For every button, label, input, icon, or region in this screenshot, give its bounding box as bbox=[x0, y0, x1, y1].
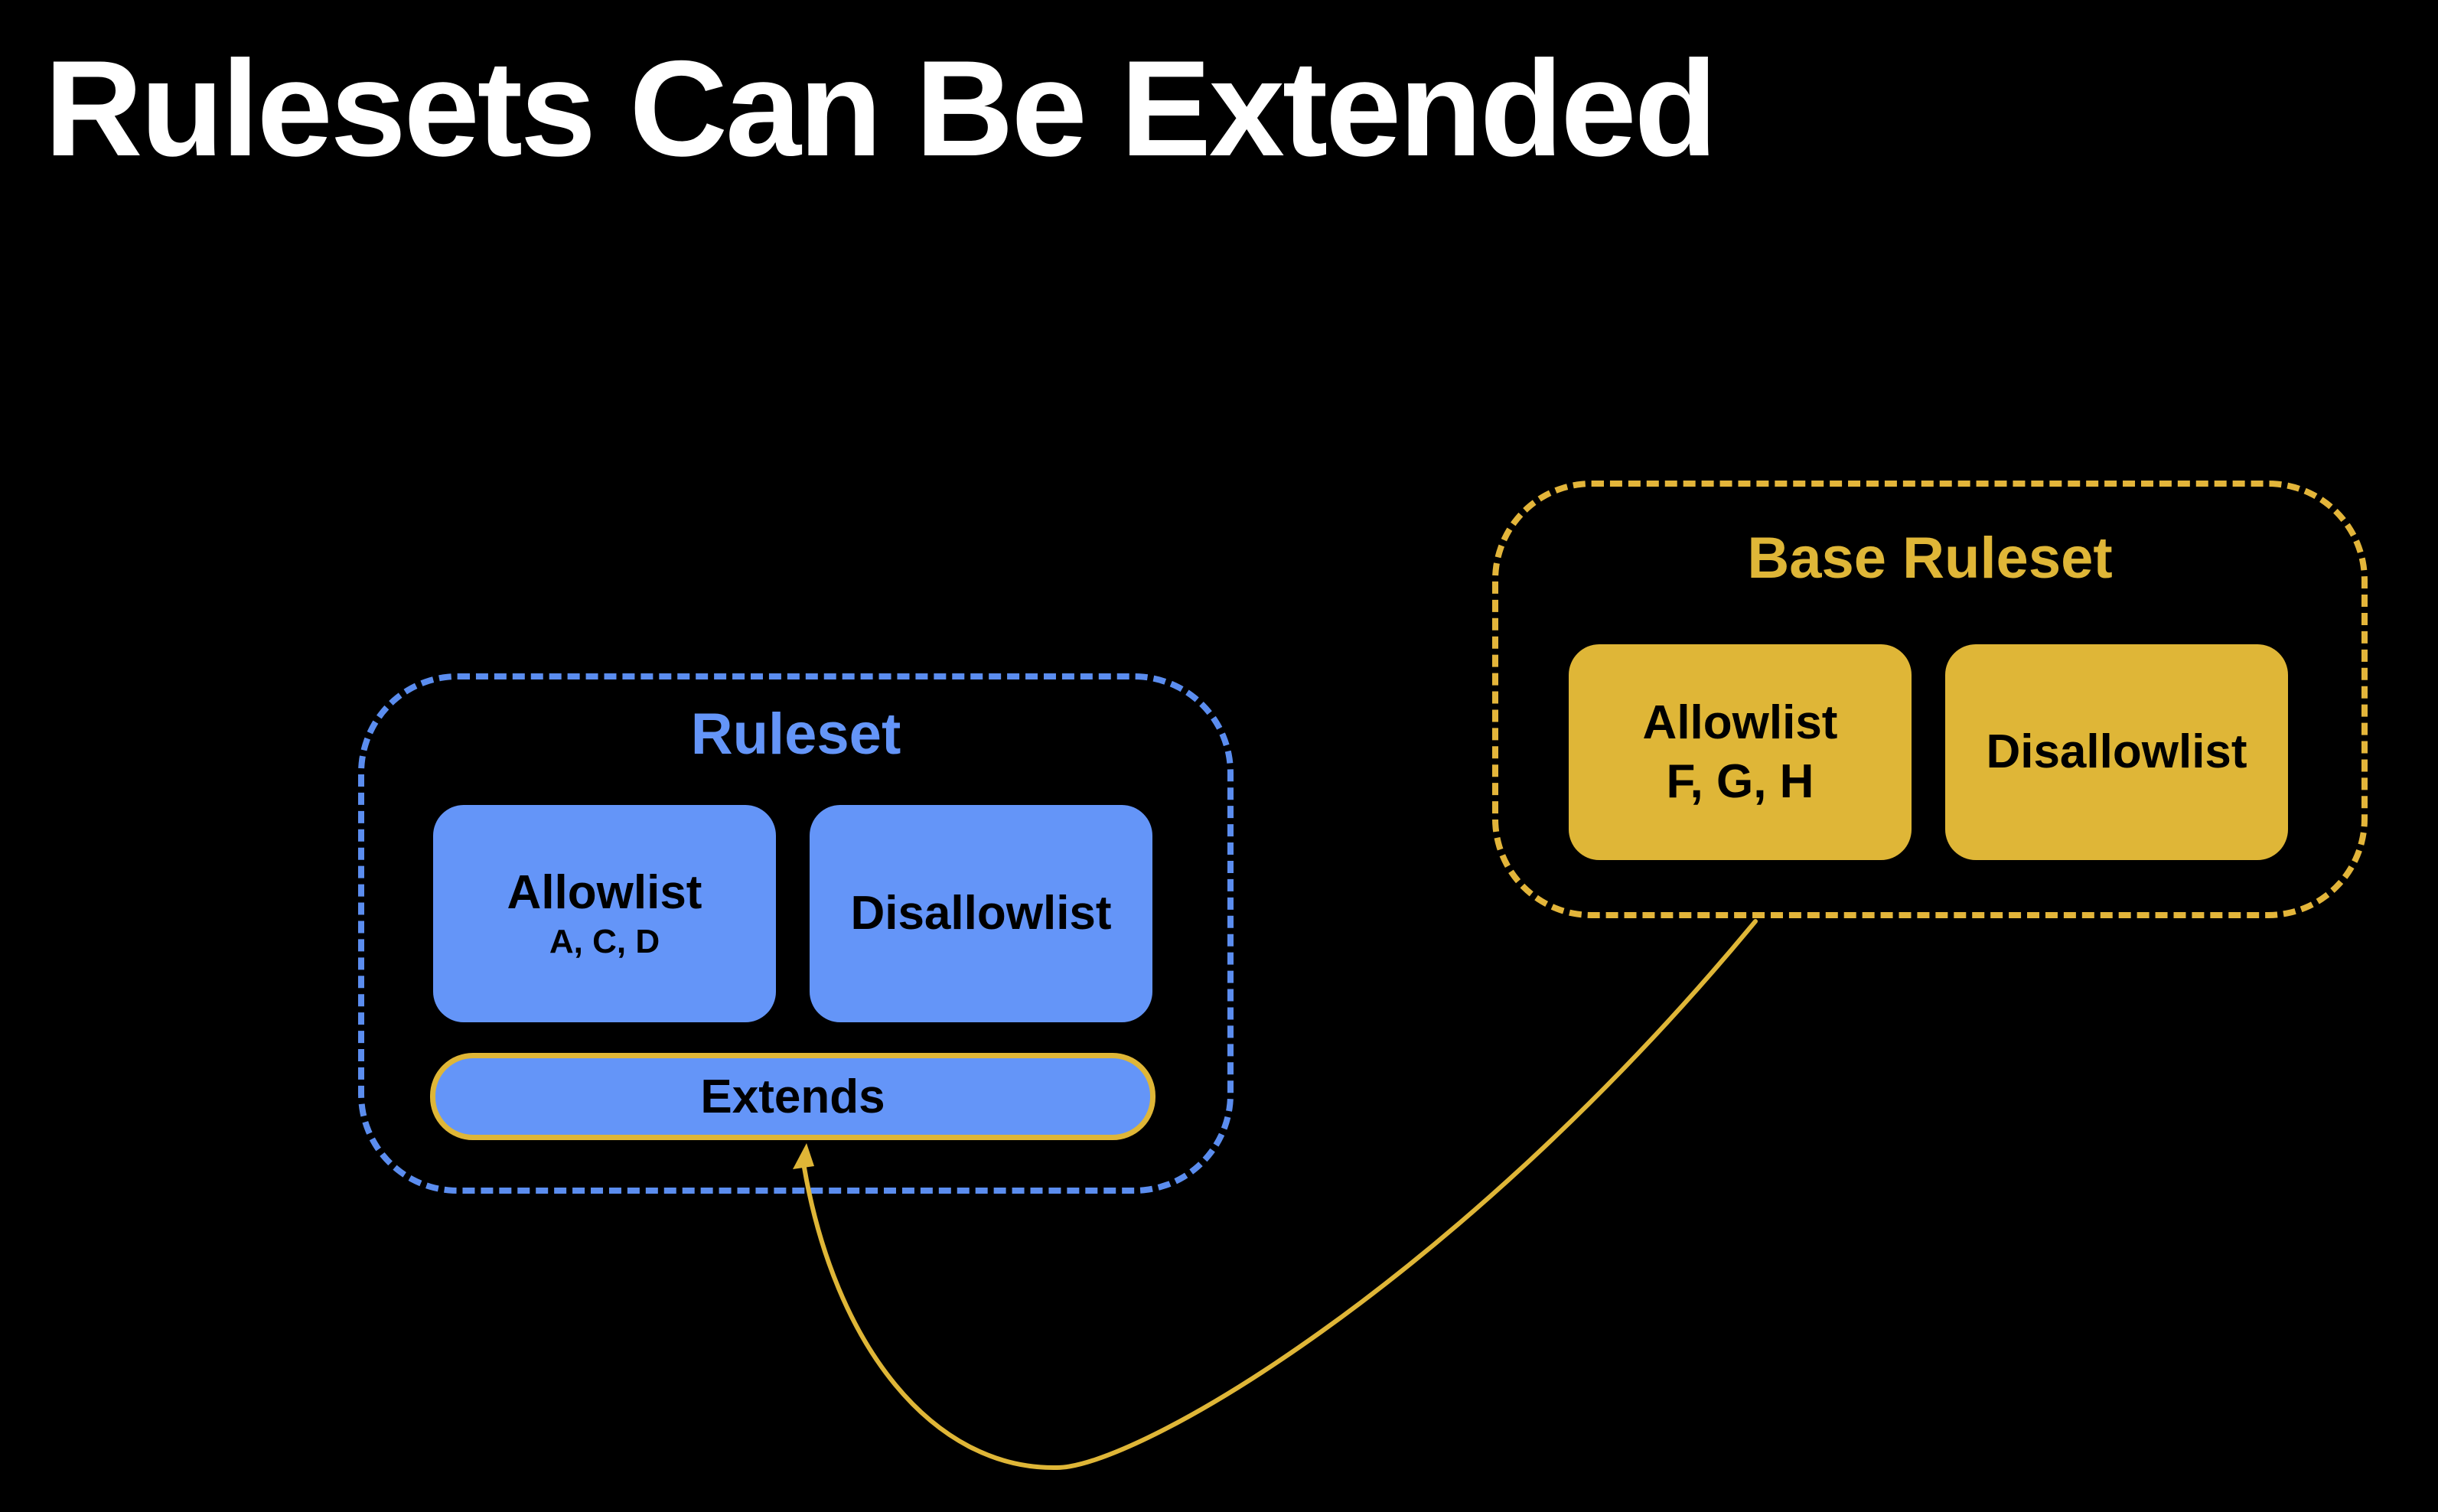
base-ruleset-group-label: Base Ruleset bbox=[1747, 526, 2113, 591]
base-ruleset-allowlist-items: F, G, H bbox=[1666, 755, 1814, 808]
base-ruleset-allowlist-label: Allowlist bbox=[1642, 696, 1838, 749]
ruleset-disallowlist-box: Disallowlist bbox=[810, 805, 1152, 1022]
ruleset-group-label: Ruleset bbox=[690, 702, 901, 767]
base-ruleset-disallowlist-label: Disallowlist bbox=[1986, 725, 2247, 778]
base-ruleset-group: Base Ruleset bbox=[1492, 481, 2368, 918]
ruleset-disallowlist-label: Disallowlist bbox=[850, 886, 1112, 940]
page-title: Rulesets Can Be Extended bbox=[44, 32, 1717, 184]
ruleset-extends-bar: Extends bbox=[430, 1053, 1155, 1140]
base-ruleset-allowlist-box: Allowlist F, G, H bbox=[1569, 644, 1912, 860]
ruleset-allowlist-box: Allowlist A, C, D bbox=[433, 805, 776, 1022]
base-ruleset-disallowlist-box: Disallowlist bbox=[1945, 644, 2288, 860]
ruleset-allowlist-items: A, C, D bbox=[549, 922, 660, 960]
ruleset-allowlist-label: Allowlist bbox=[507, 866, 702, 920]
